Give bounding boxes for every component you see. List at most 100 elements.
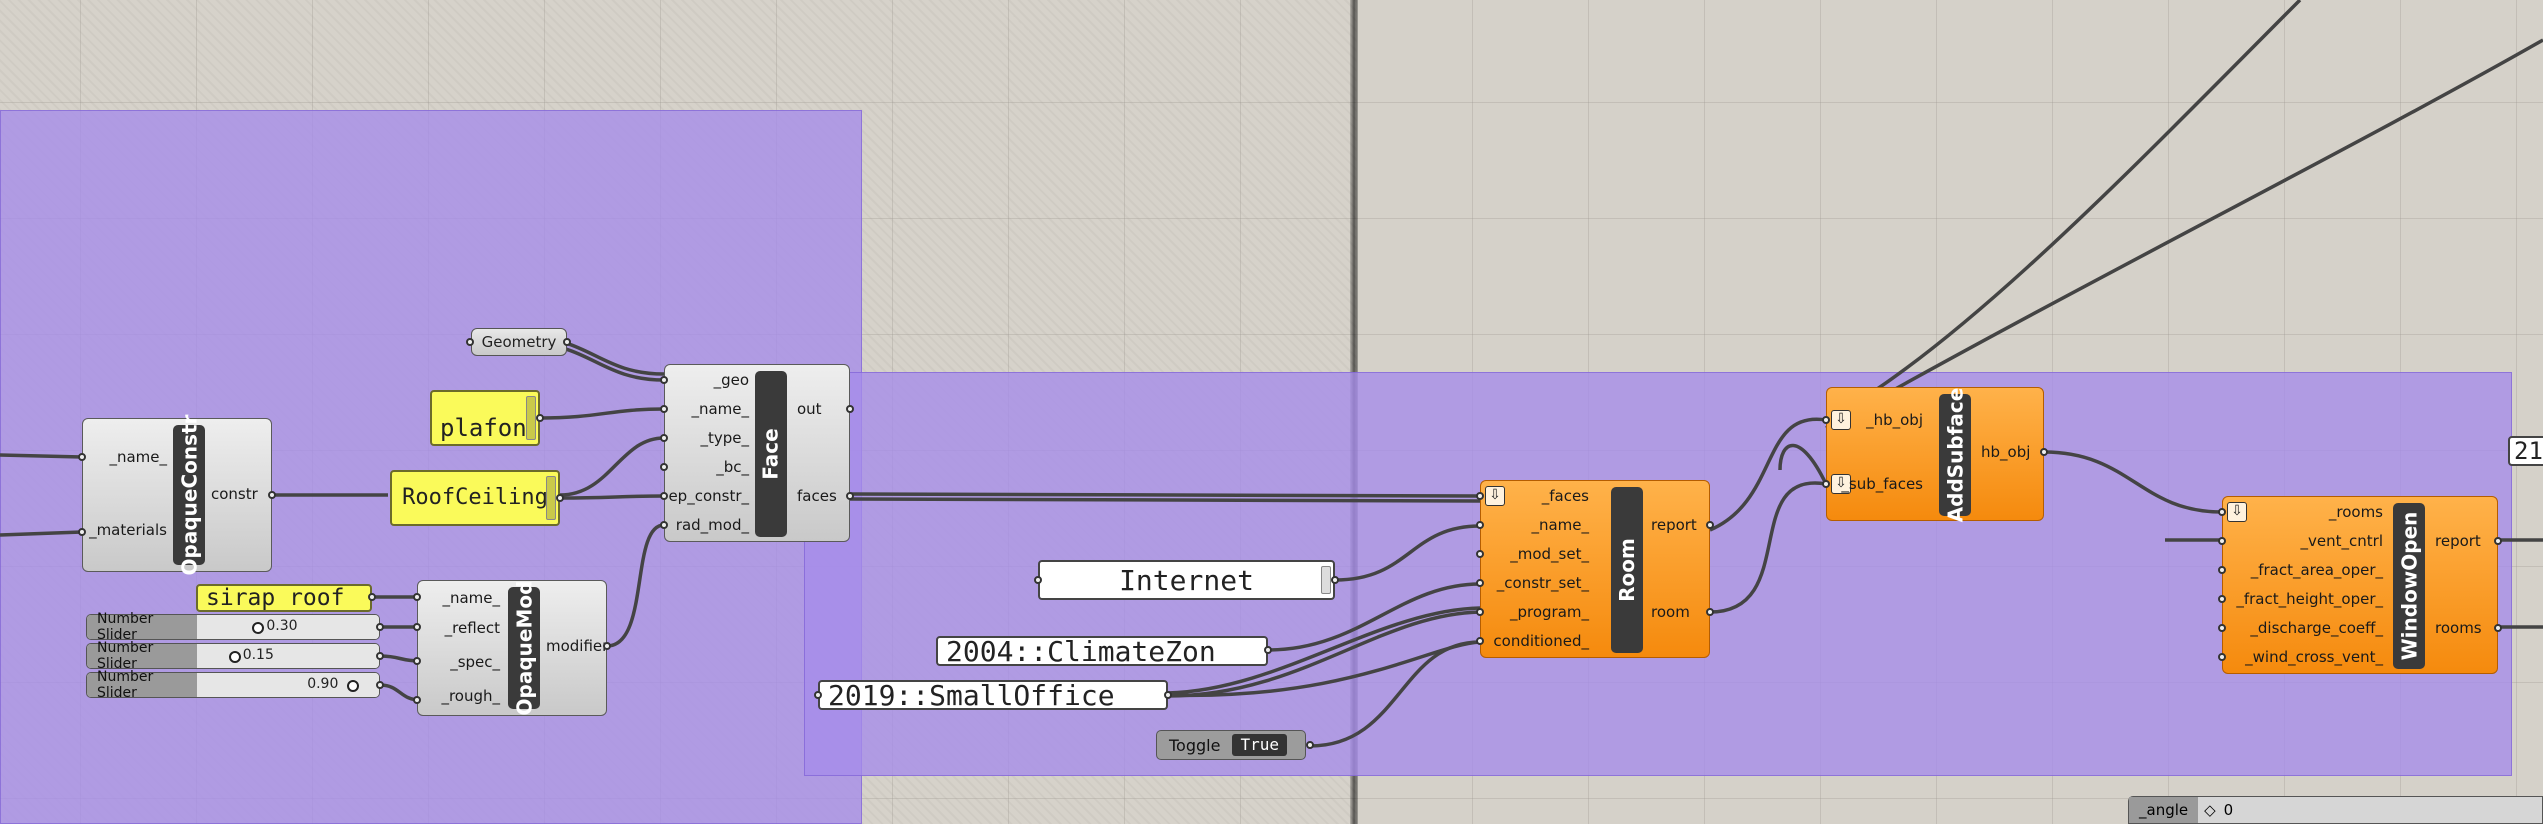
port-dot[interactable] [413, 657, 421, 665]
face-input-geo[interactable]: _geo [713, 371, 749, 389]
window-open-input-vent-cntrl[interactable]: _vent_cntrl [2300, 532, 2383, 550]
port-dot[interactable] [660, 376, 668, 384]
slider-knob[interactable] [347, 680, 360, 692]
face-output-faces[interactable]: faces [797, 487, 837, 505]
cut-off-panel[interactable]: 21 [2508, 436, 2543, 466]
opaque-constr-input-materials[interactable]: _materials [89, 521, 167, 539]
port-dot[interactable] [78, 453, 86, 461]
roof-ceiling-panel-grip[interactable] [546, 476, 556, 520]
port-dot[interactable] [556, 494, 564, 502]
window-open-input-discharge[interactable]: _discharge_coeff_ [2250, 619, 2383, 637]
window-open-component[interactable]: ⇩ _rooms _vent_cntrl _fract_area_oper_ _… [2222, 496, 2498, 674]
climate-zone-panel[interactable]: 2004::ClimateZon [936, 636, 1268, 666]
port-dot[interactable] [1264, 646, 1272, 654]
port-dot[interactable] [603, 642, 611, 650]
window-open-output-rooms[interactable]: rooms [2435, 619, 2482, 637]
room-input-constr-set[interactable]: _constr_set_ [1496, 574, 1589, 592]
port-dot[interactable] [376, 681, 384, 689]
add-subface-flatten-subfaces-icon[interactable]: ⇩ [1831, 474, 1851, 494]
internet-panel[interactable]: Internet [1038, 560, 1335, 600]
window-open-input-fract-height[interactable]: _fract_height_oper_ [2236, 590, 2383, 608]
port-dot[interactable] [2040, 448, 2048, 456]
room-input-mod-set[interactable]: _mod_set_ [1510, 545, 1589, 563]
plafon-panel[interactable]: plafon [430, 390, 540, 446]
port-dot[interactable] [660, 463, 668, 471]
slider-track[interactable]: 0.15 [197, 644, 379, 668]
number-slider-reflect[interactable]: Number Slider 0.30 [86, 611, 380, 643]
face-input-name[interactable]: _name_ [691, 400, 749, 418]
angle-slider[interactable]: _angle ◇ 0 [2128, 796, 2543, 824]
room-flatten-icon[interactable]: ⇩ [1485, 486, 1505, 506]
room-output-report[interactable]: report [1651, 516, 1697, 534]
opaque-mod-input-spec[interactable]: _spec_ [450, 653, 500, 671]
port-dot[interactable] [2218, 595, 2226, 603]
plafon-panel-grip[interactable] [526, 396, 536, 440]
room-component[interactable]: ⇩ _faces _name_ _mod_set_ _constr_set_ _… [1480, 480, 1710, 658]
port-dot[interactable] [660, 434, 668, 442]
port-dot[interactable] [466, 338, 474, 346]
slider-knob[interactable] [252, 622, 265, 634]
port-dot[interactable] [2218, 653, 2226, 661]
port-dot[interactable] [2494, 537, 2502, 545]
room-input-program[interactable]: _program_ [1509, 603, 1589, 621]
boolean-toggle[interactable]: Toggle True [1156, 730, 1306, 760]
port-dot[interactable] [1476, 521, 1484, 529]
port-dot[interactable] [376, 623, 384, 631]
opaque-constr-component[interactable]: _name_ _materials OpaqueConstr constr [82, 415, 272, 575]
window-open-output-report[interactable]: report [2435, 532, 2481, 550]
room-input-faces[interactable]: _faces [1541, 487, 1589, 505]
port-dot[interactable] [2218, 624, 2226, 632]
face-input-rad-mod[interactable]: rad_mod_ [675, 516, 749, 534]
add-subface-flatten-hbobj-icon[interactable]: ⇩ [1831, 410, 1851, 430]
number-slider-rough[interactable]: Number Slider 0.90 [86, 669, 380, 701]
port-dot[interactable] [2218, 537, 2226, 545]
port-dot[interactable] [563, 338, 571, 346]
port-dot[interactable] [814, 691, 822, 699]
window-open-flatten-icon[interactable]: ⇩ [2227, 502, 2247, 522]
face-input-type[interactable]: _type_ [700, 429, 749, 447]
port-dot[interactable] [1331, 576, 1339, 584]
internet-panel-grip[interactable] [1321, 566, 1331, 594]
port-dot[interactable] [2218, 508, 2226, 516]
port-dot[interactable] [660, 492, 668, 500]
opaque-mod-input-reflect[interactable]: _reflect [444, 619, 500, 637]
port-dot[interactable] [846, 405, 854, 413]
port-dot[interactable] [2218, 566, 2226, 574]
room-input-conditioned[interactable]: conditioned_ [1493, 632, 1589, 650]
face-component[interactable]: _geo _name_ _type_ _bc_ ep_constr_ rad_m… [664, 364, 850, 542]
opaque-mod-output-modifier[interactable]: modifier [546, 637, 609, 655]
add-subface-input-hb-obj[interactable]: _hb_obj [1866, 411, 1923, 429]
opaque-mod-input-rough[interactable]: _rough_ [441, 687, 500, 705]
port-dot[interactable] [1476, 608, 1484, 616]
add-subface-output-hb-obj[interactable]: hb_obj [1981, 443, 2031, 461]
face-input-ep-constr[interactable]: ep_constr_ [668, 487, 749, 505]
room-input-name[interactable]: _name_ [1531, 516, 1589, 534]
port-dot[interactable] [1034, 576, 1042, 584]
small-office-panel[interactable]: 2019::SmallOffice [818, 680, 1168, 710]
window-open-input-wind-cross[interactable]: _wind_cross_vent_ [2245, 648, 2383, 666]
port-dot[interactable] [1164, 691, 1172, 699]
port-dot[interactable] [846, 492, 854, 500]
port-dot[interactable] [1476, 579, 1484, 587]
port-dot[interactable] [660, 405, 668, 413]
geometry-param[interactable]: Geometry [471, 328, 567, 356]
add-subface-component[interactable]: ⇩ ⇩ _hb_obj _sub_faces AddSubface hb_obj [1826, 387, 2044, 522]
port-dot[interactable] [413, 696, 421, 704]
port-dot[interactable] [368, 593, 376, 601]
port-dot[interactable] [78, 528, 86, 536]
window-open-input-fract-area[interactable]: _fract_area_oper_ [2250, 561, 2383, 579]
opaque-constr-input-name[interactable]: _name_ [109, 448, 167, 466]
slider-track[interactable]: 0.90 [197, 673, 379, 697]
port-dot[interactable] [1706, 608, 1714, 616]
angle-knob-icon[interactable]: ◇ [2204, 801, 2216, 819]
slider-knob[interactable] [228, 651, 241, 663]
number-slider-spec[interactable]: Number Slider 0.15 [86, 640, 380, 672]
port-dot[interactable] [660, 521, 668, 529]
toggle-value[interactable]: True [1232, 734, 1287, 756]
room-output-room[interactable]: room [1651, 603, 1690, 621]
port-dot[interactable] [413, 623, 421, 631]
face-input-bc[interactable]: _bc_ [716, 458, 749, 476]
port-dot[interactable] [1706, 521, 1714, 529]
roof-ceiling-panel[interactable]: RoofCeiling [390, 470, 560, 526]
